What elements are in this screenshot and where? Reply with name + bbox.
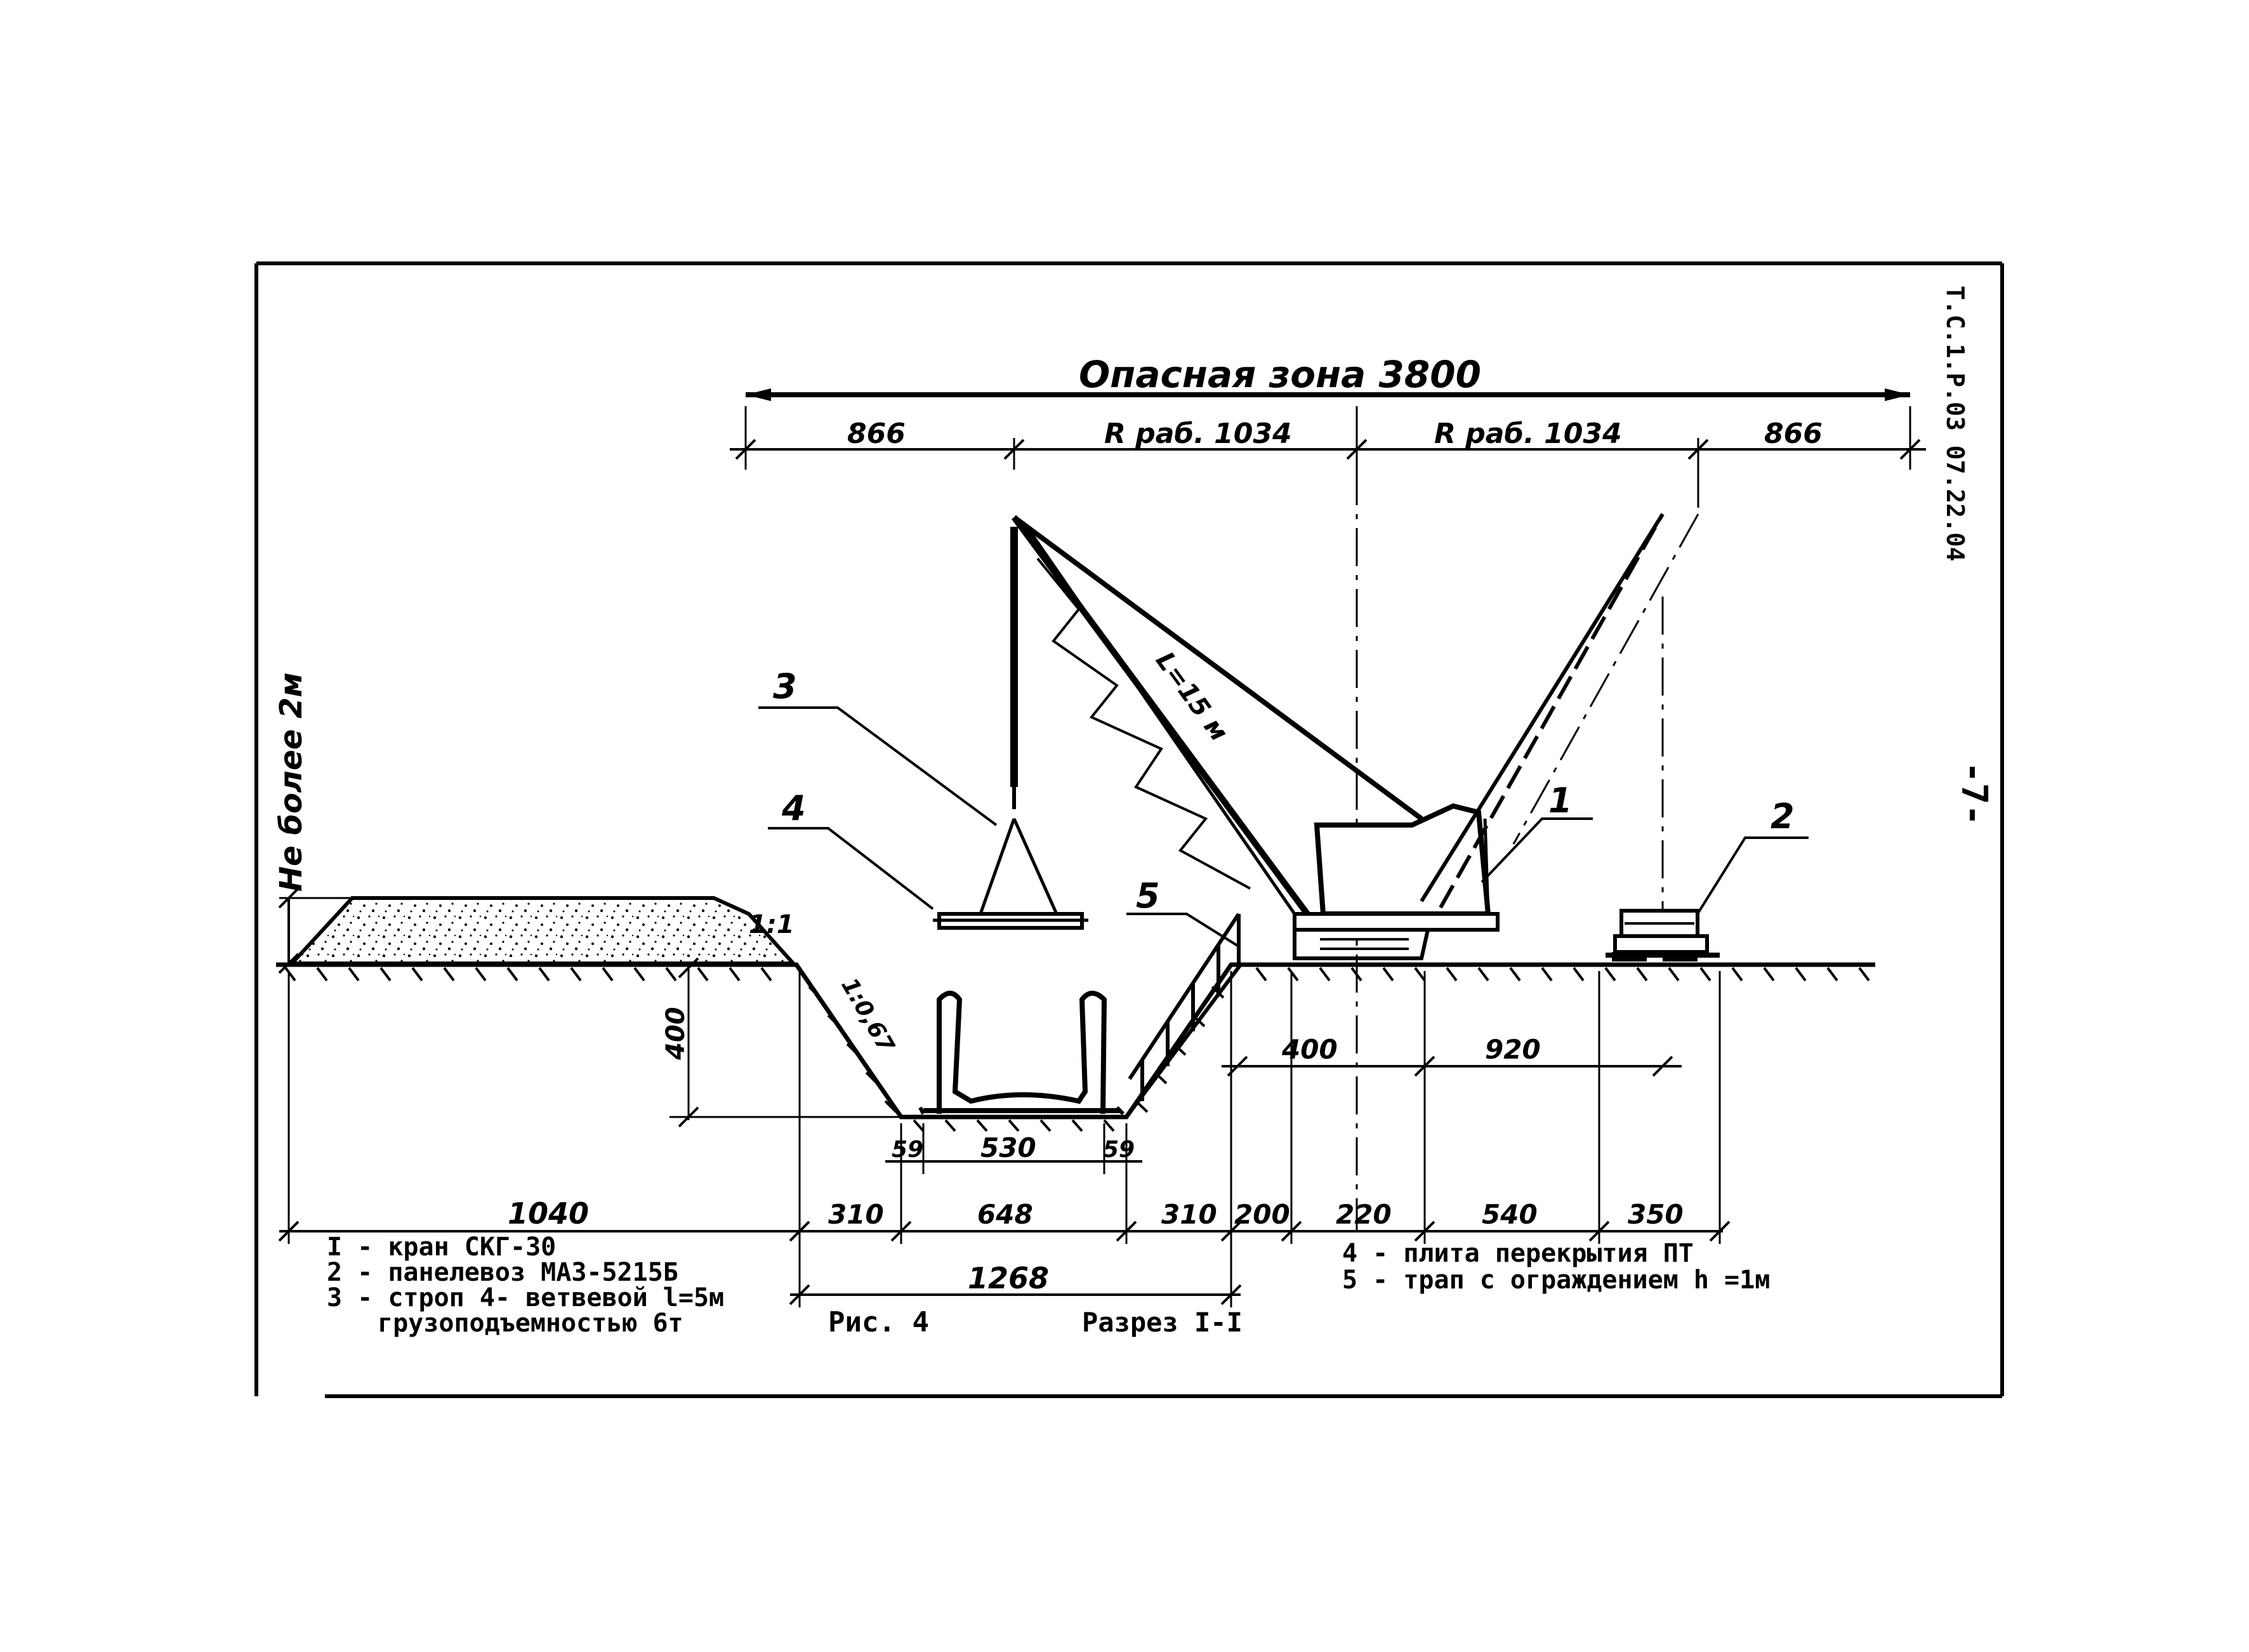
- ground-line: [276, 962, 1875, 1132]
- section-caption: Разрез I-I: [1082, 1307, 1243, 1338]
- legend-item-4: 4 - плита перекрытия ПТ: [1342, 1239, 1694, 1268]
- trench-depth-label: 400: [661, 1007, 690, 1061]
- dim-350: 350: [1628, 1199, 1684, 1230]
- dim-200: 200: [1234, 1199, 1290, 1230]
- dim-220: 220: [1336, 1199, 1392, 1230]
- dim-920-upper: 920: [1485, 1034, 1541, 1065]
- trench-channel-element: [918, 991, 1125, 1116]
- sheet-frame: [254, 261, 2004, 1398]
- callout-5: 5: [1136, 876, 1160, 916]
- height-dimension: [278, 887, 355, 974]
- legend-item-5: 5 - трап с ограждением h =1м: [1342, 1265, 1770, 1295]
- page-number: -7-: [1953, 762, 1995, 826]
- top-dim-radius-right: R раб. 1034: [1434, 418, 1622, 450]
- callout-2: 2: [1771, 796, 1795, 836]
- top-dim-866-left: 866: [847, 418, 906, 450]
- boom-length-label: L=15 м: [1150, 647, 1234, 747]
- danger-zone-label: Опасная зона 3800: [1079, 353, 1481, 396]
- dim-59-right: 59: [1103, 1137, 1135, 1163]
- dim-400-upper: 400: [1281, 1034, 1338, 1065]
- crane-skg-30: [1011, 513, 1665, 960]
- callout-leaders: [758, 706, 1809, 947]
- dim-540: 540: [1482, 1199, 1538, 1230]
- legend-item-3: 3 - строп 4- ветвевой l=5м: [327, 1283, 724, 1312]
- dim-648: 648: [977, 1199, 1033, 1230]
- dim-59-left: 59: [892, 1137, 923, 1163]
- floor-slab-with-sling: [933, 527, 1088, 930]
- ramp-with-railing: [1124, 913, 1243, 1118]
- danger-zone-dimension: [746, 388, 1910, 401]
- legend-item-1: I - кран СКГ-30: [327, 1232, 556, 1262]
- spoil-heap: [287, 896, 798, 965]
- dim-310-right: 310: [1161, 1199, 1217, 1230]
- height-note: Не более 2м: [274, 672, 309, 892]
- top-dim-radius-left: R раб. 1034: [1104, 418, 1292, 450]
- legend-item-3-capacity: грузоподъемностью 6т: [378, 1309, 683, 1338]
- spoil-slope-label: 1:1: [749, 910, 795, 939]
- dim-310-left: 310: [828, 1199, 884, 1230]
- figure-caption: Рис. 4: [828, 1306, 929, 1338]
- callout-1: 1: [1548, 781, 1573, 821]
- legend-item-2: 2 - панелевоз МАЗ-5215Б: [327, 1258, 678, 1287]
- dim-530: 530: [980, 1132, 1036, 1163]
- callout-3: 3: [773, 666, 797, 706]
- trench-depth-dimension: [669, 957, 901, 1128]
- trench-slope-label: 1:0,67: [836, 974, 899, 1057]
- dim-1268: 1268: [968, 1261, 1049, 1295]
- top-dim-866-right: 866: [1764, 418, 1823, 450]
- callout-4: 4: [781, 788, 806, 828]
- bottom-dimension-chain: [278, 971, 1731, 1307]
- axis-lines: [1355, 406, 1699, 1231]
- panel-truck-maz-5215b: [1606, 909, 1720, 961]
- sheet-code: Т.С.1.Р.03 07.22.04: [1941, 286, 1969, 562]
- dim-1040: 1040: [508, 1196, 589, 1231]
- top-dimension-line: [730, 406, 1926, 470]
